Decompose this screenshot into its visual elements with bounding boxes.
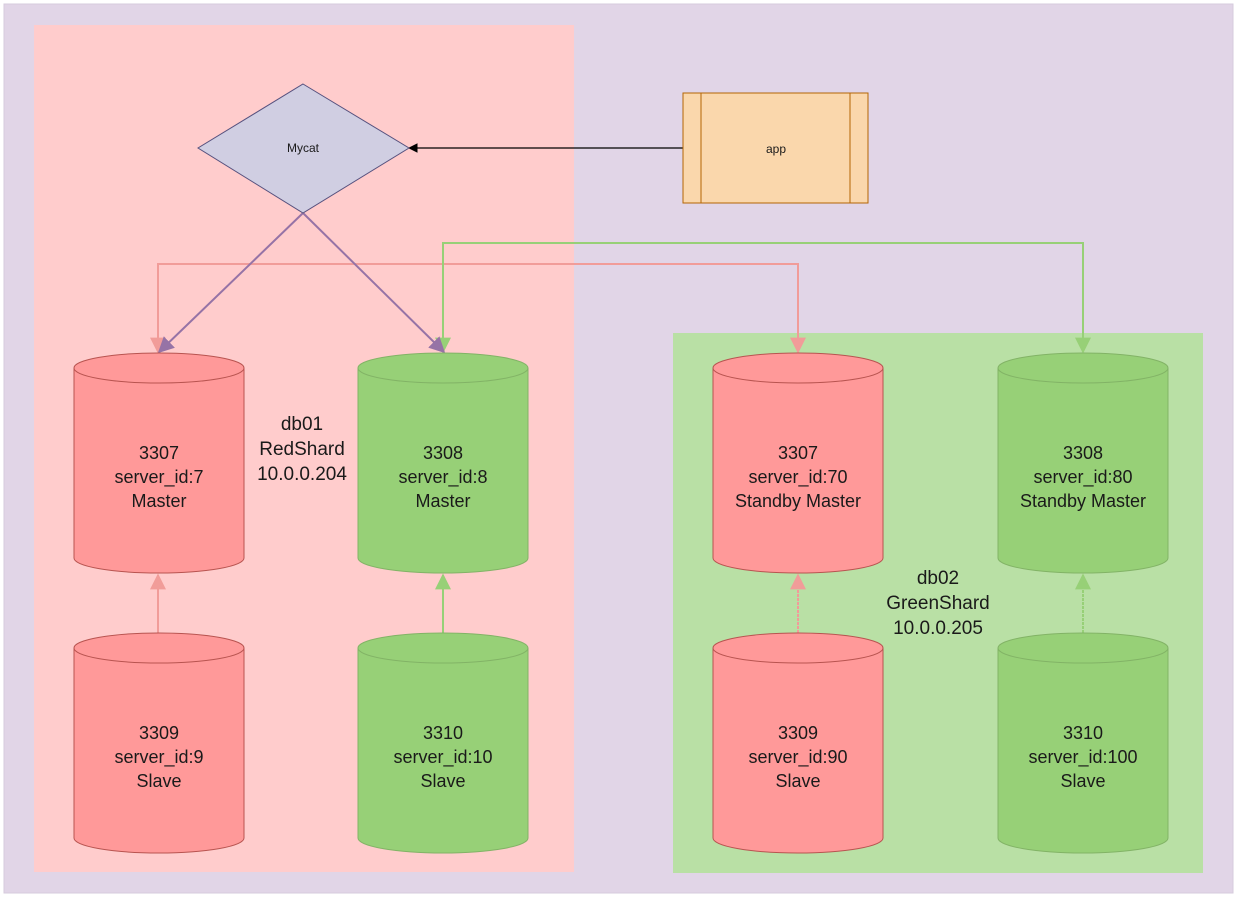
cylinder-top-rim bbox=[73, 647, 245, 664]
cylinder-body bbox=[357, 352, 529, 574]
cylinder-body bbox=[997, 632, 1169, 854]
cylinder-body bbox=[73, 352, 245, 574]
db-server-id: server_id:80 bbox=[1033, 467, 1132, 488]
db-server-id: server_id:90 bbox=[748, 747, 847, 768]
cylinder-top-rim bbox=[712, 647, 884, 664]
db02-3307-cylinder[interactable]: 3307 server_id:70 Standby Master bbox=[712, 352, 884, 574]
app-box bbox=[682, 92, 869, 204]
shard2-label: db02 GreenShard 10.0.0.205 bbox=[886, 568, 990, 639]
cylinder-body bbox=[997, 352, 1169, 574]
cylinder-top-rim bbox=[997, 647, 1169, 664]
db-server-id: server_id:10 bbox=[393, 747, 492, 768]
db-role: Standby Master bbox=[735, 491, 861, 511]
mycat-node[interactable]: Mycat bbox=[197, 83, 410, 214]
mycat-diamond bbox=[197, 83, 410, 214]
db-port: 3309 bbox=[139, 723, 179, 743]
db-role: Master bbox=[415, 491, 470, 511]
red-replication-line bbox=[150, 263, 806, 354]
app-label: app bbox=[766, 142, 786, 156]
db-port: 3309 bbox=[778, 723, 818, 743]
green-replication-line bbox=[435, 242, 1091, 354]
cylinder-body bbox=[357, 632, 529, 854]
app-node[interactable]: app bbox=[682, 92, 869, 204]
db01-3307-cylinder[interactable]: 3307 server_id:7 Master bbox=[73, 352, 245, 574]
db-server-id: server_id:8 bbox=[398, 467, 487, 488]
db02-3310-cylinder[interactable]: 3310 server_id:100 Slave bbox=[997, 632, 1169, 854]
shard1-name: RedShard bbox=[259, 439, 345, 460]
db-role: Slave bbox=[775, 771, 820, 791]
db-role: Slave bbox=[136, 771, 181, 791]
shard1-host: db01 bbox=[281, 414, 323, 435]
db-port: 3307 bbox=[139, 443, 179, 463]
shard2-host: db02 bbox=[917, 568, 959, 589]
shard2-name: GreenShard bbox=[886, 593, 990, 614]
db01-3308-cylinder[interactable]: 3308 server_id:8 Master bbox=[357, 352, 529, 574]
db01-3310-cylinder[interactable]: 3310 server_id:10 Slave bbox=[357, 632, 529, 854]
cylinder-top-rim bbox=[357, 367, 529, 384]
db01-3309-cylinder[interactable]: 3309 server_id:9 Slave bbox=[73, 632, 245, 854]
mycat-to-3307-arrow bbox=[157, 212, 304, 354]
db-server-id: server_id:100 bbox=[1028, 747, 1137, 768]
cylinder-body bbox=[712, 352, 884, 574]
db-port: 3308 bbox=[423, 443, 463, 463]
shard1-ip: 10.0.0.204 bbox=[257, 464, 347, 485]
cylinder-top-rim bbox=[73, 367, 245, 384]
cylinder-top-rim bbox=[997, 367, 1169, 384]
cylinder-body bbox=[73, 632, 245, 854]
db-port: 3310 bbox=[1063, 723, 1103, 743]
cylinder-top-rim bbox=[357, 647, 529, 664]
db-port: 3307 bbox=[778, 443, 818, 463]
db-server-id: server_id:70 bbox=[748, 467, 847, 488]
db-port: 3308 bbox=[1063, 443, 1103, 463]
db-role: Slave bbox=[1060, 771, 1105, 791]
db-role: Slave bbox=[420, 771, 465, 791]
cylinder-top-rim bbox=[712, 367, 884, 384]
shard1-label: db01 RedShard 10.0.0.204 bbox=[257, 414, 347, 485]
shard2-ip: 10.0.0.205 bbox=[893, 618, 983, 639]
db-port: 3310 bbox=[423, 723, 463, 743]
mycat-to-3308-arrow bbox=[302, 212, 446, 354]
db-server-id: server_id:7 bbox=[114, 467, 203, 488]
mycat-label: Mycat bbox=[287, 141, 320, 155]
cylinder-body bbox=[712, 632, 884, 854]
db02-3309-cylinder[interactable]: 3309 server_id:90 Slave bbox=[712, 632, 884, 854]
db-role: Master bbox=[131, 491, 186, 511]
db-server-id: server_id:9 bbox=[114, 747, 203, 768]
db-role: Standby Master bbox=[1020, 491, 1146, 511]
db02-3308-cylinder[interactable]: 3308 server_id:80 Standby Master bbox=[997, 352, 1169, 574]
